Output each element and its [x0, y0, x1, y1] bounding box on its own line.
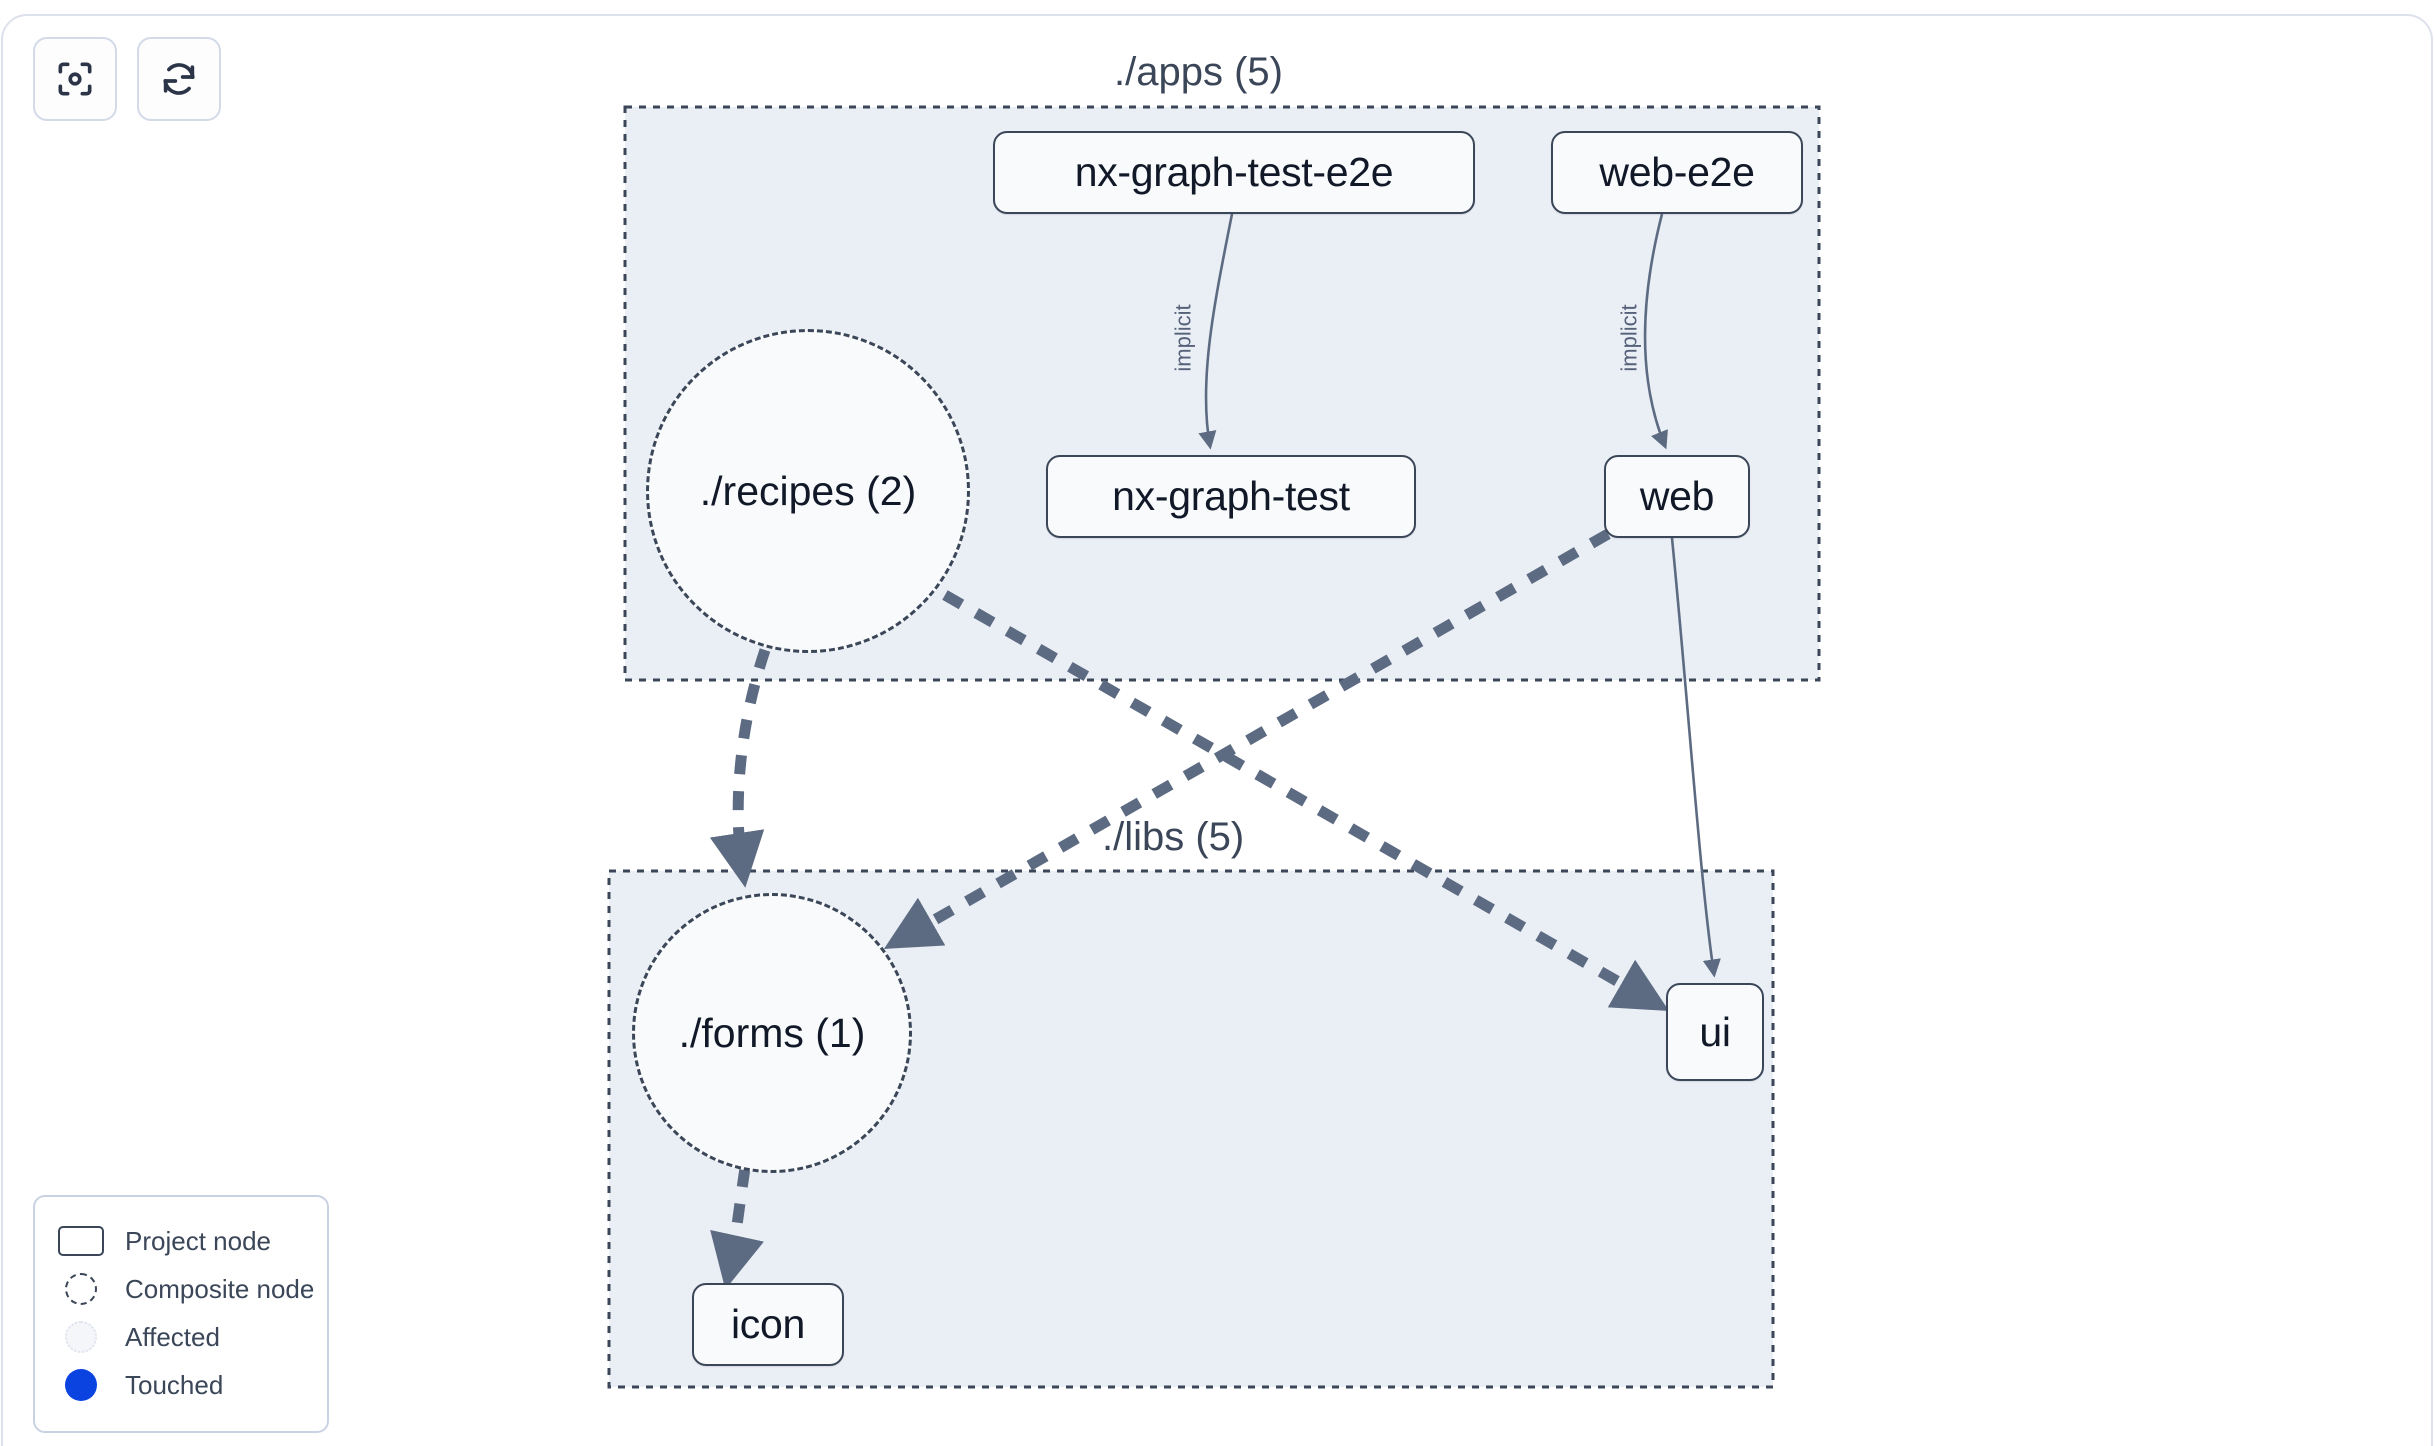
legend-label-project-node: Project node [125, 1225, 271, 1256]
graph-legend: Project node Composite node Affected Tou… [33, 1195, 329, 1433]
node-web[interactable]: web [1604, 455, 1750, 538]
refresh-graph-button[interactable] [137, 37, 221, 121]
affected-swatch [57, 1321, 105, 1353]
node-web-e2e[interactable]: web-e2e [1551, 131, 1803, 214]
focus-target-icon [53, 57, 97, 101]
legend-label-touched: Touched [125, 1369, 224, 1400]
legend-item-touched: Touched [57, 1361, 305, 1409]
refresh-icon [157, 57, 201, 101]
node-ui[interactable]: ui [1666, 983, 1764, 1081]
focus-graph-button[interactable] [33, 37, 117, 121]
edge-recipes-to-forms[interactable] [709, 648, 771, 888]
node-nx-graph-test[interactable]: nx-graph-test [1046, 455, 1416, 538]
project-node-swatch [57, 1226, 105, 1256]
graph-toolbar [33, 37, 221, 121]
composite-node-swatch [57, 1273, 105, 1305]
node-recipes[interactable]: ./recipes (2) [646, 329, 970, 653]
legend-item-project-node: Project node [57, 1217, 305, 1265]
legend-label-composite-node: Composite node [125, 1273, 315, 1304]
legend-item-composite-node: Composite node [57, 1265, 314, 1313]
node-icon[interactable]: icon [692, 1283, 844, 1366]
legend-item-affected: Affected [57, 1313, 305, 1361]
node-nx-graph-test-e2e[interactable]: nx-graph-test-e2e [993, 131, 1475, 214]
node-forms[interactable]: ./forms (1) [632, 893, 912, 1173]
legend-label-affected: Affected [125, 1321, 220, 1352]
touched-swatch [57, 1369, 105, 1401]
